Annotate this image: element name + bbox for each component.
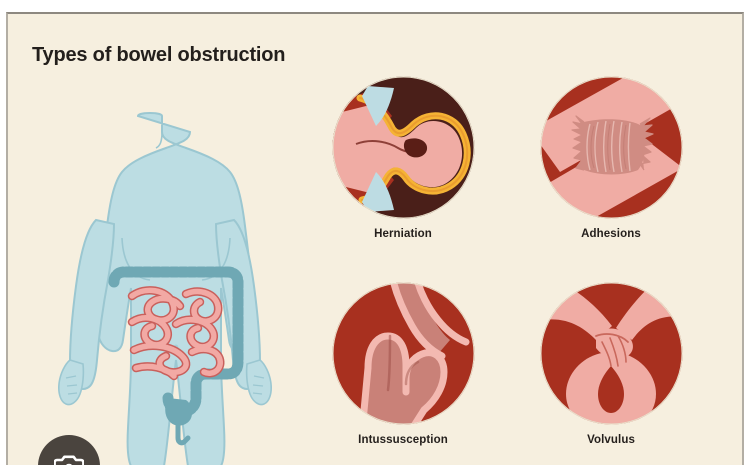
panel-intussusception[interactable]: Intussusception [328,282,478,446]
volvulus-illustration [540,282,683,425]
adhesions-illustration [540,76,683,219]
intussusception-illustration [332,282,475,425]
panel-label-volvulus: Volvulus [587,434,635,446]
small-intestine-fill [129,287,223,379]
panel-label-herniation: Herniation [374,228,432,240]
panel-volvulus[interactable]: Volvulus [536,282,686,446]
human-body-illustration [36,110,316,465]
infographic-card: Types of bowel obstruction [6,12,744,465]
panel-adhesions[interactable]: Adhesions [536,76,686,240]
panel-herniation[interactable]: Herniation [328,76,478,240]
herniation-illustration [332,76,475,219]
panel-label-adhesions: Adhesions [581,228,641,240]
panel-label-intussusception: Intussusception [358,434,448,446]
large-intestine [108,266,244,446]
page-title: Types of bowel obstruction [32,44,286,66]
camera-icon [54,455,84,465]
